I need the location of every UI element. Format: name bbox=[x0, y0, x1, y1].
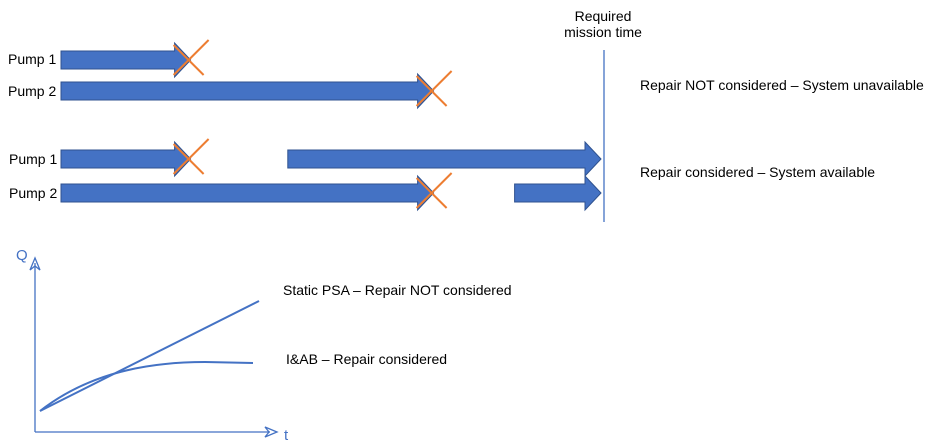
pump-label: Pump 1 bbox=[9, 151, 58, 167]
operation-arrow bbox=[60, 72, 435, 110]
failure-cross-stroke bbox=[415, 177, 448, 209]
operation-arrow bbox=[60, 140, 192, 178]
operation-arrow bbox=[60, 174, 435, 212]
unavailability-graph bbox=[29, 256, 279, 438]
curve-label-iab: I&AB – Repair considered bbox=[286, 351, 448, 367]
failure-cross-stroke bbox=[415, 172, 453, 209]
curve-label-static-psa: Static PSA – Repair NOT considered bbox=[283, 282, 512, 298]
mission-time-label: Required mission time bbox=[548, 8, 658, 40]
failure-cross-stroke bbox=[172, 143, 205, 175]
operation-arrow bbox=[60, 41, 192, 79]
pump-label: Pump 2 bbox=[9, 185, 58, 201]
failure-cross-icon bbox=[415, 172, 453, 209]
x-axis-arrowhead bbox=[264, 426, 279, 438]
pump-timelines bbox=[60, 39, 602, 212]
y-axis-label: Q bbox=[16, 247, 28, 264]
operation-arrow bbox=[514, 174, 602, 212]
pump-label: Pump 2 bbox=[8, 83, 57, 99]
mission-time-line2: mission time bbox=[564, 24, 642, 40]
failure-cross-stroke bbox=[415, 75, 448, 107]
y-axis-arrowhead bbox=[29, 256, 41, 271]
scenario-caption-repair: Repair considered – System available bbox=[640, 164, 876, 180]
operation-arrow bbox=[287, 140, 602, 178]
failure-cross-stroke bbox=[415, 70, 453, 107]
failure-cross-icon bbox=[172, 39, 210, 76]
pump-label: Pump 1 bbox=[8, 51, 57, 67]
curve-iab bbox=[39, 360, 254, 412]
mission-time-line1: Required bbox=[574, 8, 632, 24]
failure-cross-stroke bbox=[172, 39, 210, 76]
failure-cross-icon bbox=[172, 138, 210, 175]
failure-cross-stroke bbox=[172, 138, 210, 175]
curve-static-psa bbox=[39, 300, 260, 412]
failure-cross-stroke bbox=[172, 44, 205, 76]
scenario-caption-no-repair: Repair NOT considered – System unavailab… bbox=[640, 77, 924, 93]
x-axis-label: t bbox=[284, 427, 289, 444]
failure-cross-icon bbox=[415, 70, 453, 107]
